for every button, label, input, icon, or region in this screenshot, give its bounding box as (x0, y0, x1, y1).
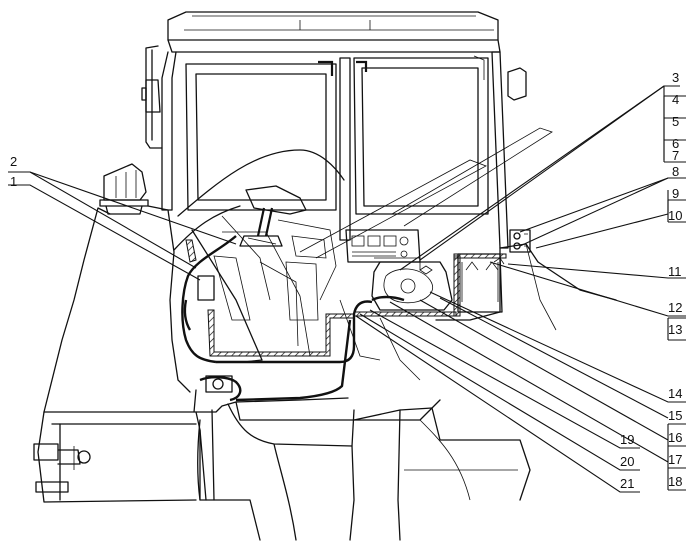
callout-4: 4 (672, 92, 679, 107)
callout-2: 2 (10, 154, 17, 169)
leader-lines (8, 85, 686, 493)
callout-labels: 1 2 3 4 5 6 7 8 9 10 11 12 13 14 15 16 1… (10, 70, 682, 491)
lower-chassis (33, 403, 531, 541)
dashboard (173, 149, 345, 363)
callout-15: 15 (668, 408, 682, 423)
left-mirror (141, 45, 163, 149)
callout-11: 11 (668, 264, 682, 279)
callout-1: 1 (10, 174, 17, 189)
cab-roof (167, 11, 501, 53)
callout-16: 16 (668, 430, 682, 445)
callout-10: 10 (668, 208, 682, 223)
main-wiring (181, 235, 505, 402)
callout-8: 8 (672, 164, 679, 179)
callout-6: 6 (672, 136, 679, 151)
air-intake (99, 163, 149, 215)
callout-5: 5 (672, 114, 679, 129)
callout-3: 3 (672, 70, 679, 85)
callout-7: 7 (672, 148, 679, 163)
callout-17: 17 (668, 452, 682, 467)
right-mirror (507, 67, 527, 101)
callout-18: 18 (668, 474, 682, 489)
floor-outline (222, 231, 421, 381)
callout-12: 12 (668, 300, 682, 315)
instrument-panel (345, 229, 421, 263)
callout-9: 9 (672, 186, 679, 201)
callout-14: 14 (668, 386, 682, 401)
cab-frame (161, 51, 509, 249)
callout-19: 19 (620, 432, 634, 447)
callout-13: 13 (668, 322, 682, 337)
callout-21: 21 (620, 476, 634, 491)
callout-20: 20 (620, 454, 634, 469)
